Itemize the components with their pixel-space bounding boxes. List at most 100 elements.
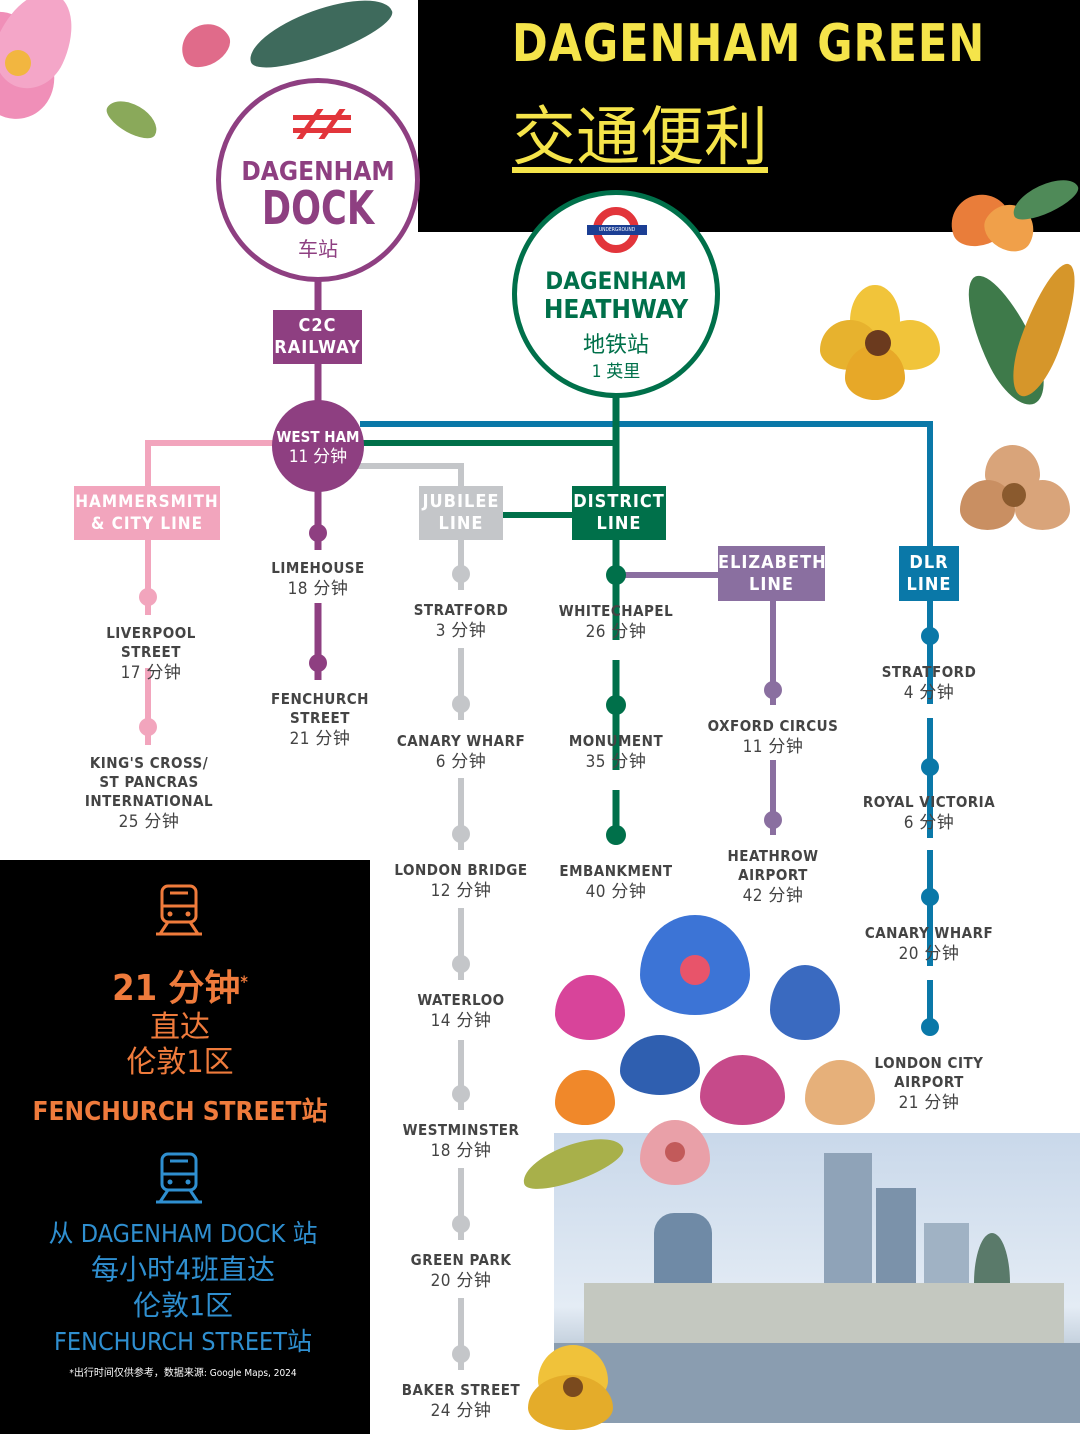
stop-time: 6 分钟 bbox=[903, 813, 955, 833]
stop-label-stratford-dlr: STRATFORD 4 分钟 bbox=[859, 663, 999, 704]
info-block-blue: 从 DAGENHAM DOCK 站 每小时4班直达 伦敦1区 FENCHURCH… bbox=[0, 1216, 366, 1360]
stop-label-embankment: EMBANKMENT 40 分钟 bbox=[546, 862, 686, 903]
stop-label-canary-wharf-dlr: CANARY WHARF 20 分钟 bbox=[859, 924, 999, 965]
heathway-distance: 1 英里 bbox=[591, 362, 641, 382]
stop-time: 12 分钟 bbox=[430, 881, 492, 901]
c2c-label1: C2C bbox=[298, 315, 337, 336]
stop-time: 20 分钟 bbox=[898, 944, 960, 964]
station-dagenham-heathway: UNDERGROUND DAGENHAM HEATHWAY 地铁站 1 英里 bbox=[512, 190, 720, 398]
header-panel bbox=[418, 0, 1080, 232]
hammersmith-line-box: HAMMERSMITH & CITY LINE bbox=[74, 486, 220, 540]
info-blue-line1: 从 DAGENHAM DOCK 站 bbox=[48, 1219, 318, 1248]
flower-decoration-right-yellow bbox=[820, 285, 940, 405]
district-label1: DISTRICT bbox=[573, 491, 665, 512]
info-orange-line2: 直达 bbox=[150, 1010, 210, 1045]
stop-time: 4 分钟 bbox=[903, 683, 955, 703]
c2c-railway-box: C2C RAILWAY bbox=[273, 310, 362, 364]
district-label2: LINE bbox=[596, 513, 642, 534]
stop-dot-whitechapel bbox=[606, 565, 626, 585]
stop-label-heathrow-airport: HEATHROW AIRPORT 42 分钟 bbox=[703, 847, 843, 907]
flower-decoration-right-beige bbox=[960, 445, 1070, 545]
stop-name-line1: HEATHROW bbox=[727, 847, 819, 865]
west-ham-hub bbox=[272, 400, 364, 492]
stop-dot-monument bbox=[606, 695, 626, 715]
dock-name-line2: DOCK bbox=[261, 181, 375, 235]
hammersmith-line-connector bbox=[145, 440, 290, 490]
stop-name: STRATFORD bbox=[881, 663, 977, 681]
stop-label-london-bridge: LONDON BRIDGE 12 分钟 bbox=[391, 861, 531, 902]
flower-decoration-topleft-2 bbox=[173, 15, 237, 80]
stop-name: LONDON BRIDGE bbox=[394, 861, 528, 879]
info-orange-line3: 伦敦1区 bbox=[126, 1045, 234, 1080]
stop-label-limehouse: LIMEHOUSE 18 分钟 bbox=[248, 559, 388, 600]
stop-time: 25 分钟 bbox=[118, 812, 180, 832]
stop-name: ROYAL VICTORIA bbox=[862, 793, 996, 811]
stop-name: LIMEHOUSE bbox=[271, 559, 365, 577]
heathway-name-line2: HEATHWAY bbox=[543, 295, 689, 325]
stop-time: 14 分钟 bbox=[430, 1011, 492, 1031]
roundel-bar: UNDERGROUND bbox=[587, 225, 647, 235]
hammersmith-label2: & CITY LINE bbox=[90, 514, 204, 534]
stop-name: CANARY WHARF bbox=[864, 924, 994, 942]
dock-name-line3: 车站 bbox=[298, 237, 338, 261]
station-dagenham-dock: DAGENHAM DOCK 车站 bbox=[216, 78, 420, 282]
flower-decoration-photo-bottom bbox=[528, 1345, 618, 1434]
stop-name: BAKER STREET bbox=[401, 1381, 521, 1399]
flower-decoration-topleft bbox=[0, 0, 100, 140]
stop-name: WHITECHAPEL bbox=[558, 602, 674, 620]
leaf-decoration-topleft bbox=[241, 0, 405, 80]
stop-label-fenchurch-street: FENCHURCH STREET 21 分钟 bbox=[240, 690, 400, 750]
stop-label-liverpool-street: LIVERPOOL STREET 17 分钟 bbox=[76, 624, 226, 684]
stop-dot-london-bridge bbox=[452, 825, 470, 843]
stop-time: 24 分钟 bbox=[430, 1401, 492, 1421]
heathway-name-line1: DAGENHAM bbox=[545, 267, 687, 295]
dock-name-line1: DAGENHAM bbox=[241, 157, 395, 187]
info-orange-asterisk: * bbox=[240, 972, 248, 991]
stop-name: EMBANKMENT bbox=[559, 862, 673, 880]
stop-dot-waterloo bbox=[452, 955, 470, 973]
stop-label-oxford-circus: OXFORD CIRCUS 11 分钟 bbox=[703, 717, 843, 758]
stop-dot-kings-cross bbox=[139, 718, 157, 736]
stop-time: 35 分钟 bbox=[585, 752, 647, 772]
stop-label-green-park: GREEN PARK 20 分钟 bbox=[391, 1251, 531, 1292]
dlr-label2: LINE bbox=[906, 573, 952, 595]
stop-time: 11 分钟 bbox=[742, 737, 804, 757]
flower-cluster-middle bbox=[550, 915, 880, 1130]
stop-label-royal-victoria: ROYAL VICTORIA 6 分钟 bbox=[859, 793, 999, 834]
west-ham-label: WEST HAM 11 分钟 bbox=[272, 428, 364, 468]
stop-dot-oxford-circus bbox=[764, 681, 782, 699]
elizabeth-label2: LINE bbox=[749, 573, 794, 595]
stop-name: LIVERPOOL STREET bbox=[106, 624, 196, 661]
c2c-label2: RAILWAY bbox=[274, 337, 361, 358]
stop-name-line1: LONDON CITY bbox=[874, 1054, 984, 1072]
stop-name: WATERLOO bbox=[417, 991, 505, 1009]
elizabeth-label1: ELIZABETH bbox=[718, 551, 827, 573]
national-rail-icon bbox=[293, 109, 351, 139]
stop-time: 26 分钟 bbox=[585, 622, 647, 642]
page-subtitle: 交通便利 bbox=[512, 101, 768, 175]
stop-name: CANARY WHARF bbox=[396, 732, 526, 750]
leaf-decoration-photo bbox=[517, 1128, 630, 1198]
west-ham-name: WEST HAM bbox=[276, 428, 360, 446]
stop-name: WESTMINSTER bbox=[402, 1121, 520, 1139]
stop-dot-stratford-dlr bbox=[921, 627, 939, 645]
leaf-decoration-right-2 bbox=[952, 257, 1080, 420]
stop-time: 18 分钟 bbox=[430, 1141, 492, 1161]
leaf-decoration-right bbox=[1007, 171, 1080, 240]
stop-name-line2: ST PANCRAS bbox=[99, 773, 199, 791]
elizabeth-line-box: ELIZABETH LINE bbox=[718, 546, 827, 601]
info-blue-line4: FENCHURCH STREET站 bbox=[53, 1327, 312, 1356]
stop-dot-canary-wharf-jubilee bbox=[452, 695, 470, 713]
stop-label-stratford-jubilee: STRATFORD 3 分钟 bbox=[391, 601, 531, 642]
stop-time: 21 分钟 bbox=[898, 1093, 960, 1113]
info-orange-line4: FENCHURCH STREET站 bbox=[32, 1097, 328, 1127]
footnote: *出行时间仅供参考，数据来源: Google Maps, 2024 bbox=[69, 1368, 297, 1379]
stop-dot-limehouse bbox=[309, 524, 327, 542]
stop-label-kings-cross: KING'S CROSS/ ST PANCRAS INTERNATIONAL 2… bbox=[74, 754, 224, 833]
stop-name-line3: INTERNATIONAL bbox=[84, 792, 214, 810]
city-skyline-photo bbox=[554, 1133, 1080, 1423]
stop-dot-green-park bbox=[452, 1215, 470, 1233]
hammersmith-label1: HAMMERSMITH bbox=[75, 492, 219, 512]
underground-roundel-icon: UNDERGROUND bbox=[587, 207, 647, 253]
info-block-orange: 21 分钟* 直达 伦敦1区 FENCHURCH STREET站 bbox=[0, 960, 360, 1129]
